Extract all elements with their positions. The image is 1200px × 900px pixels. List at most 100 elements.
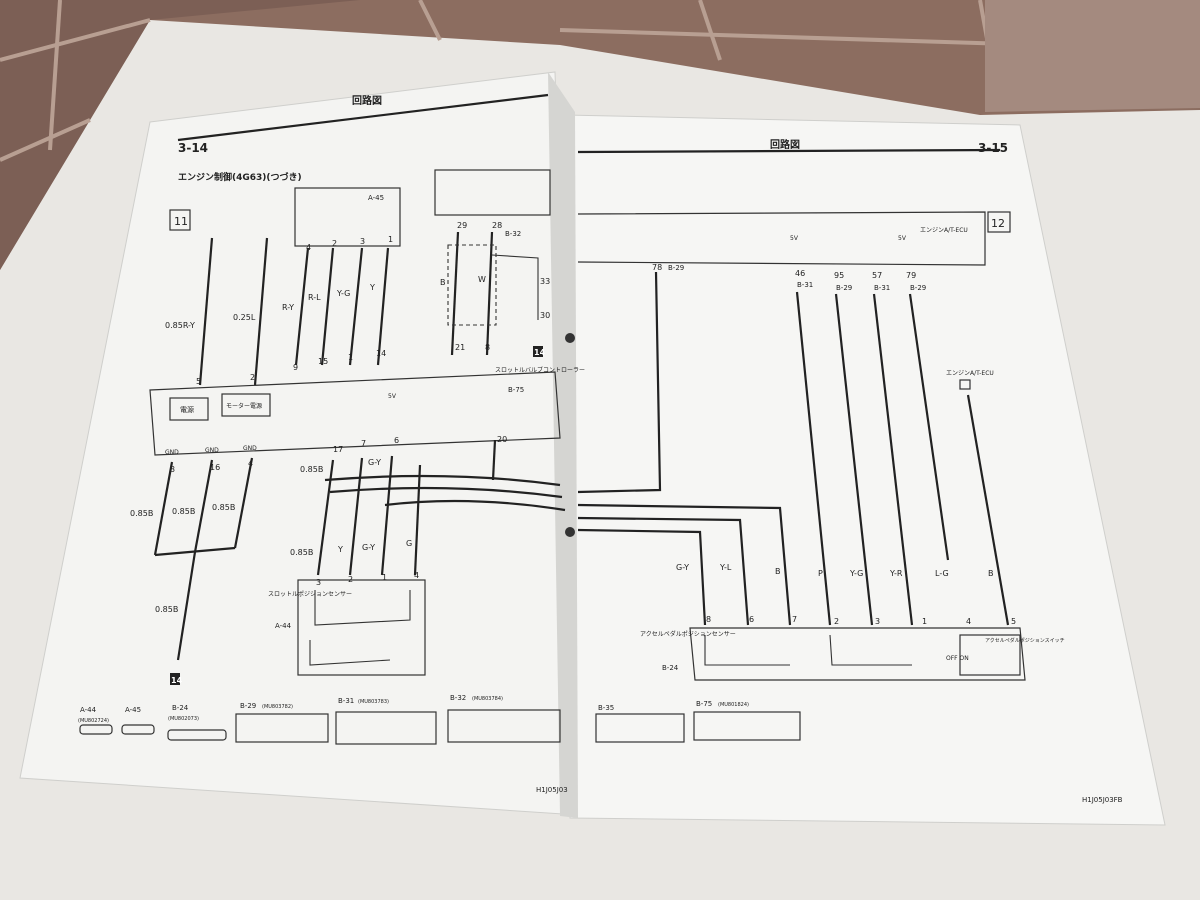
svg-text:0.85B: 0.85B <box>290 548 313 557</box>
right-wire-labels: G-Y Y-L B P Y-G Y-R L-G B <box>676 563 994 578</box>
svg-text:A-44: A-44 <box>80 706 97 714</box>
svg-text:29: 29 <box>457 221 467 230</box>
svg-text:2: 2 <box>332 239 337 248</box>
svg-text:79: 79 <box>906 271 916 280</box>
wire-l <box>253 237 269 386</box>
right-connector-legend: B-35 B-75 (MU801824) <box>595 700 801 743</box>
svg-text:78: 78 <box>652 263 662 272</box>
off-on: OFF ON <box>946 655 969 662</box>
svg-text:Y-G: Y-G <box>849 569 863 578</box>
right-page-number: 3-15 <box>978 141 1008 155</box>
svg-text:B-75: B-75 <box>696 700 712 708</box>
block-power: 電源 <box>180 405 194 414</box>
throttle-controller-box <box>149 371 561 456</box>
svg-text:0.85B: 0.85B <box>172 507 195 516</box>
svg-text:Y-L: Y-L <box>719 563 732 572</box>
svg-text:0.85B: 0.85B <box>155 605 178 614</box>
ecu-label-right-2: エンジンA/T-ECU <box>946 370 994 377</box>
svg-text:B: B <box>988 569 994 578</box>
svg-text:5: 5 <box>196 377 201 386</box>
pedal-label: アクセルペダルポジションセンサー <box>640 630 736 638</box>
svg-text:9: 9 <box>293 363 298 372</box>
right-top-refs: B-29 B-31 B-29 B-31 B-29 <box>668 264 926 292</box>
svg-text:B-31: B-31 <box>874 284 890 292</box>
tag-14-top: 14 <box>534 348 546 357</box>
svg-text:15: 15 <box>318 357 328 366</box>
wire-rl <box>320 247 335 366</box>
svg-text:3: 3 <box>360 237 365 246</box>
svg-text:8: 8 <box>485 343 490 352</box>
svg-text:33: 33 <box>540 277 550 286</box>
svg-text:W: W <box>478 275 486 284</box>
svg-text:6: 6 <box>749 615 754 624</box>
svg-text:G-Y: G-Y <box>368 458 381 467</box>
svg-text:(MU803782): (MU803782) <box>262 704 293 710</box>
binder-hole-top <box>565 333 575 343</box>
gnd-1: GND <box>165 449 179 456</box>
svg-text:17: 17 <box>333 445 343 454</box>
a44-ref-diagram: A-44 <box>275 622 292 630</box>
switch-label: アクセルペダルポジションスイッチ <box>985 637 1065 644</box>
tps-label: スロットルポジションセンサー <box>268 590 352 598</box>
svg-text:0.85R-Y: 0.85R-Y <box>165 321 195 330</box>
svg-text:4: 4 <box>966 617 971 626</box>
svg-text:R-L: R-L <box>308 293 321 302</box>
left-page-header: 回路図 <box>352 94 382 107</box>
svg-text:2: 2 <box>834 617 839 626</box>
svg-text:Y: Y <box>369 283 375 292</box>
svg-text:(MU803784): (MU803784) <box>472 696 503 702</box>
svg-text:B: B <box>775 567 781 576</box>
svg-text:P: P <box>818 569 823 578</box>
b75-ref: B-75 <box>508 386 524 394</box>
svg-text:0.85B: 0.85B <box>300 465 323 474</box>
svg-text:G: G <box>406 539 412 548</box>
svg-text:B-35: B-35 <box>598 704 614 712</box>
brick-wall <box>0 0 1200 270</box>
svg-text:46: 46 <box>795 269 805 278</box>
right-footer-code: H1J05J03FB <box>1082 796 1123 804</box>
binder-hole-bottom <box>565 527 575 537</box>
ecu-label: スロットルバルブコントローラー <box>495 366 585 374</box>
b32-top-box <box>434 169 551 216</box>
svg-text:B-29: B-29 <box>668 264 684 272</box>
svg-text:16: 16 <box>210 463 220 472</box>
svg-text:7: 7 <box>361 439 366 448</box>
left-pin-numbers: 5 2 9 15 1 14 21 8 3 16 4 17 7 6 20 3 2 … <box>170 221 550 587</box>
svg-text:B-29: B-29 <box>240 702 256 710</box>
svg-text:Y: Y <box>337 545 343 554</box>
section-badge-right-box <box>987 211 1011 233</box>
v5-right-a: 5V <box>790 235 799 242</box>
svg-text:1: 1 <box>922 617 927 626</box>
svg-text:B-32: B-32 <box>450 694 466 702</box>
svg-text:B-29: B-29 <box>836 284 852 292</box>
right-top-pins: 78 46 95 57 79 <box>652 263 916 280</box>
svg-text:(MU803783): (MU803783) <box>358 699 389 705</box>
svg-text:2: 2 <box>250 373 255 382</box>
section-badge-box <box>169 209 191 231</box>
svg-text:4: 4 <box>306 243 311 252</box>
svg-text:B: B <box>440 278 446 287</box>
svg-text:57: 57 <box>872 271 882 280</box>
svg-text:B-31: B-31 <box>797 281 813 289</box>
left-wire-labels: 0.85R-Y 0.25L R-Y R-L Y-G Y B W 0.85B 0.… <box>130 275 486 614</box>
section-badge-right: 12 <box>991 217 1005 230</box>
svg-text:8: 8 <box>706 615 711 624</box>
wire-w <box>485 231 494 356</box>
svg-text:1: 1 <box>348 353 353 362</box>
svg-text:G-Y: G-Y <box>676 563 689 572</box>
wire-b <box>450 231 460 356</box>
svg-text:(MU801824): (MU801824) <box>718 702 749 708</box>
svg-text:28: 28 <box>492 221 502 230</box>
svg-text:3: 3 <box>170 465 175 474</box>
b32-ref: B-32 <box>505 230 521 238</box>
svg-text:14: 14 <box>376 349 386 358</box>
ecu-label-right: エンジンA/T-ECU <box>920 227 968 234</box>
block-motor: モーター電源 <box>226 402 262 410</box>
svg-text:(MU802724): (MU802724) <box>78 718 109 724</box>
tps-box <box>297 579 426 676</box>
svg-text:1: 1 <box>382 573 387 582</box>
